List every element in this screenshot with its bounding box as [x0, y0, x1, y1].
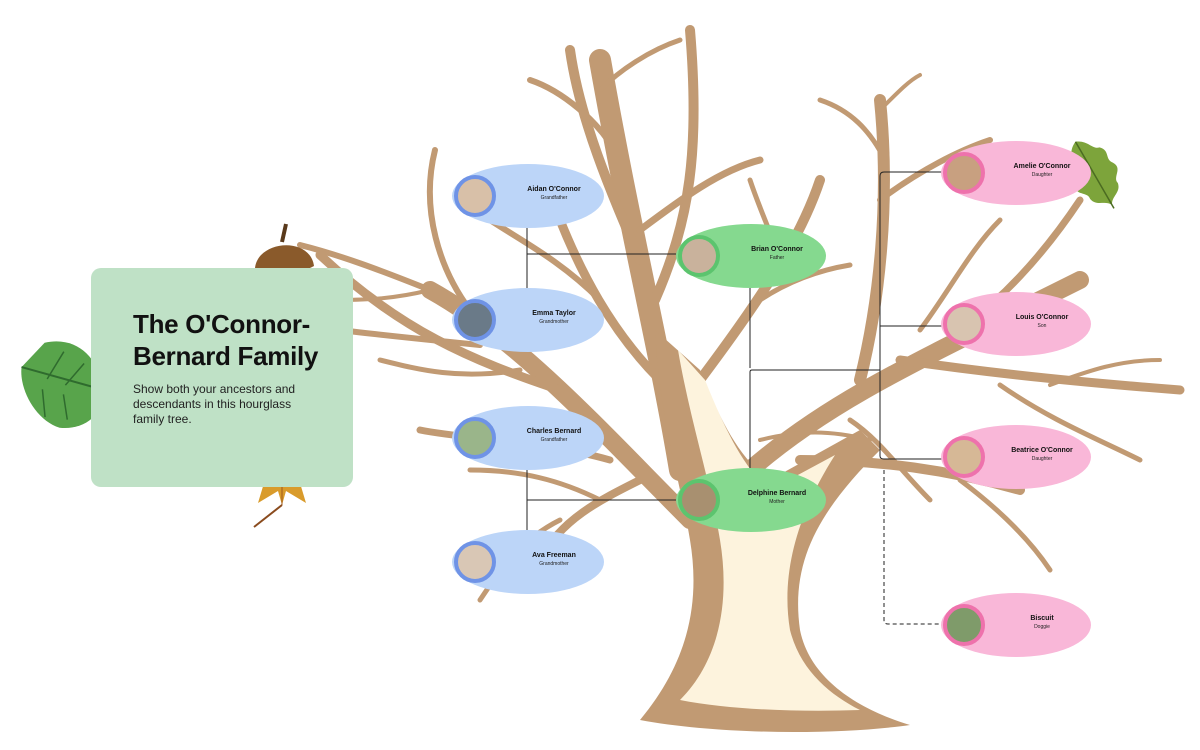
person-role: Father	[769, 255, 785, 261]
title-card: The O'Connor-Bernard Family Show both yo…	[91, 268, 353, 487]
person-node-aidan[interactable]: Aidan O'Connor Grandfather	[452, 164, 604, 228]
person-node-charles[interactable]: Charles Bernard Grandfather	[452, 406, 604, 470]
person-node-biscuit[interactable]: Biscuit Doggie	[941, 593, 1091, 657]
avatar	[678, 235, 720, 277]
person-name: Louis O'Connor	[1015, 314, 1069, 321]
person-name: Amelie O'Connor	[1013, 163, 1071, 170]
person-name: Beatrice O'Connor	[1011, 447, 1073, 454]
person-role: Grandfather	[540, 195, 568, 201]
person-role: Grandmother	[539, 319, 569, 325]
person-role: Grandmother	[539, 561, 569, 567]
person-node-brian[interactable]: Brian O'Connor Father	[676, 224, 826, 288]
avatar	[943, 436, 985, 478]
person-node-amelie[interactable]: Amelie O'Connor Daughter	[941, 141, 1091, 205]
person-role: Mother	[769, 499, 785, 505]
person-node-delphine[interactable]: Delphine Bernard Mother	[676, 468, 826, 532]
page-description: Show both your ancestors and descendants…	[133, 382, 296, 426]
person-role: Son	[1037, 323, 1047, 329]
person-node-ava[interactable]: Ava Freeman Grandmother	[452, 530, 604, 594]
person-name: Charles Bernard	[526, 428, 582, 435]
person-name: Emma Taylor	[532, 310, 576, 317]
person-name: Ava Freeman	[532, 552, 576, 559]
connector-lines	[526, 171, 945, 625]
person-name: Delphine Bernard	[747, 490, 807, 497]
person-node-beatrice[interactable]: Beatrice O'Connor Daughter	[941, 425, 1091, 489]
avatar	[943, 604, 985, 646]
avatar	[454, 417, 496, 459]
avatar	[943, 152, 985, 194]
avatar	[454, 299, 496, 341]
avatar	[454, 175, 496, 217]
green-leaf-icon	[21, 341, 105, 428]
person-node-louis[interactable]: Louis O'Connor Son	[941, 292, 1091, 356]
avatar	[943, 303, 985, 345]
person-name: Aidan O'Connor	[527, 186, 581, 193]
page-title: The O'Connor-Bernard Family	[133, 309, 319, 371]
person-role: Grandfather	[540, 437, 568, 443]
person-role: Doggie	[1034, 624, 1050, 630]
avatar	[678, 479, 720, 521]
person-role: Daughter	[1031, 456, 1053, 462]
person-name: Brian O'Connor	[751, 246, 803, 253]
person-role: Daughter	[1031, 172, 1053, 178]
person-node-emma[interactable]: Emma Taylor Grandmother	[452, 288, 604, 352]
avatar	[454, 541, 496, 583]
person-name: Biscuit	[1030, 615, 1054, 622]
